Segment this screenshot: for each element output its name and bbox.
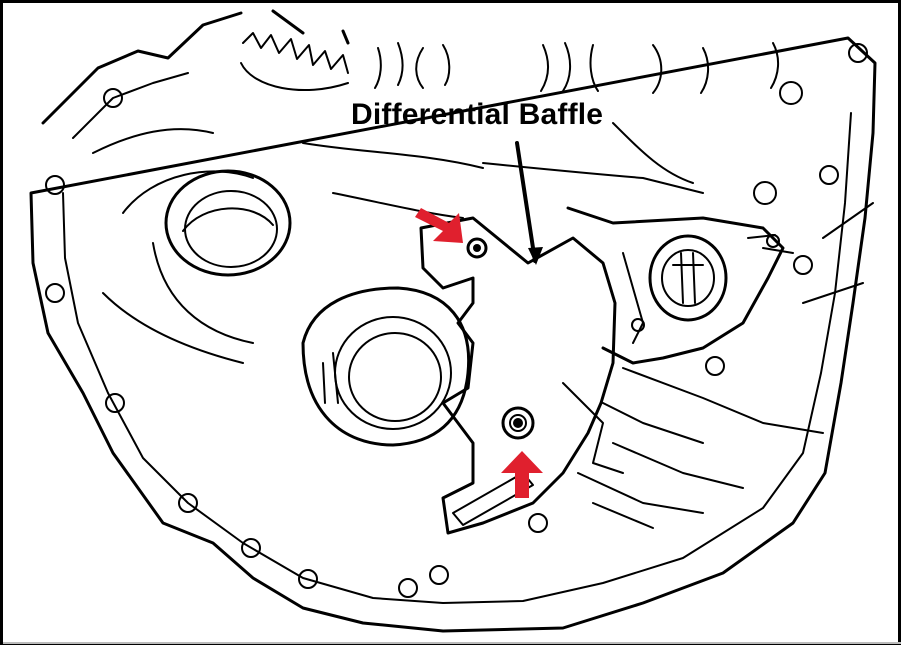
bolt-hole xyxy=(705,356,725,376)
bolt-hole xyxy=(528,513,548,533)
bolt-hole xyxy=(429,565,449,585)
leader-arrowhead xyxy=(528,247,543,265)
differential-bore xyxy=(301,286,471,447)
oil-pump-assembly xyxy=(566,206,794,365)
baffle-bolt-upper xyxy=(466,237,488,259)
baffle-bolt-lower xyxy=(501,406,535,440)
bolt-hole xyxy=(105,393,125,413)
red-arrow-lower-bolt xyxy=(501,451,543,498)
bolt-hole xyxy=(103,88,123,108)
bolt-hole xyxy=(45,175,65,195)
label-leader-line xyxy=(515,141,537,263)
bolt-hole xyxy=(241,538,261,558)
cast-ribs xyxy=(374,42,779,94)
differential-baffle-plate xyxy=(419,216,617,535)
case-line-art xyxy=(3,9,901,644)
bolt-hole xyxy=(848,43,868,63)
bolt-hole xyxy=(779,81,803,105)
case-outer-flange xyxy=(29,9,877,633)
bolt-hole xyxy=(793,255,813,275)
bolt-hole xyxy=(45,283,65,303)
flange-bolt-holes xyxy=(45,43,868,598)
case-contours xyxy=(92,122,704,364)
bolt-hole xyxy=(819,165,839,185)
bolt-hole xyxy=(178,493,198,513)
bolt-hole xyxy=(398,578,418,598)
bolt-hole xyxy=(753,181,777,205)
upper-bearing-bore xyxy=(164,169,292,277)
differential-baffle-label: Differential Baffle xyxy=(351,98,604,131)
case-inner-edge xyxy=(62,72,852,604)
rear-housing-lines xyxy=(562,202,874,529)
red-arrow-upper-bolt xyxy=(415,208,463,243)
ring-gear-teeth xyxy=(240,32,349,92)
bolt-hole xyxy=(298,569,318,589)
baffle-slot xyxy=(452,472,534,526)
